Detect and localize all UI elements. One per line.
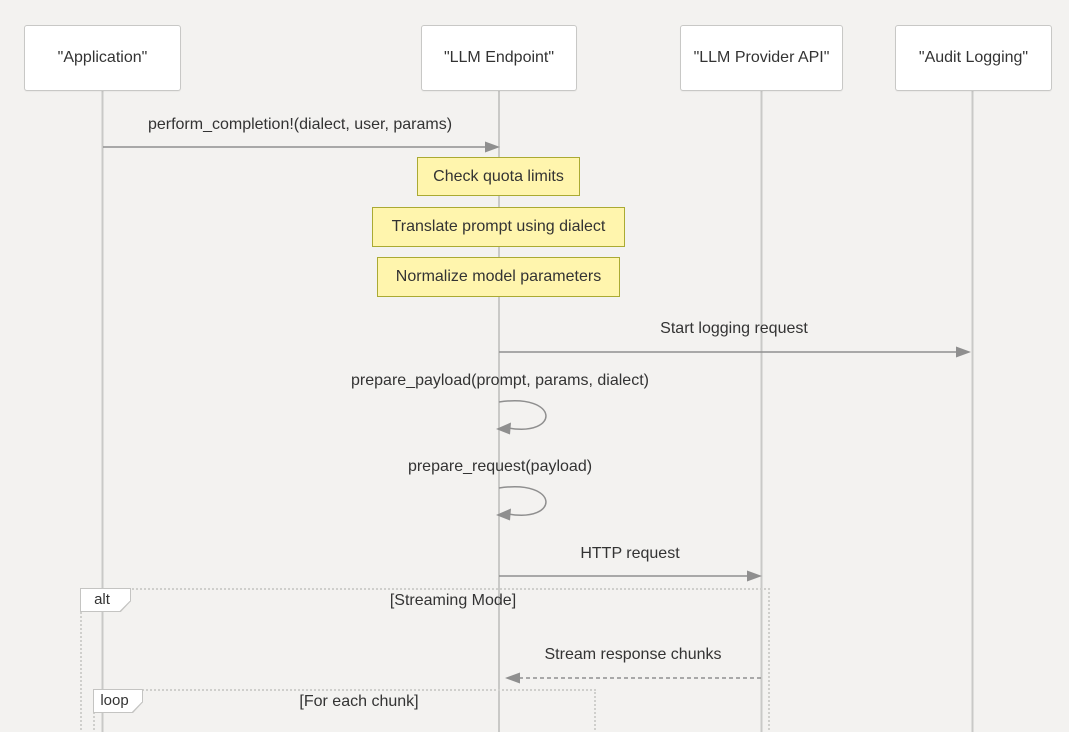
- arrowhead-start-logging: [956, 346, 971, 358]
- message-stream-chunks: Stream response chunks: [544, 646, 722, 663]
- message-perform-completion: perform_completion!(dialect, user, param…: [147, 116, 453, 133]
- message-prepare-payload: prepare_payload(prompt, params, dialect): [351, 372, 649, 389]
- arrowhead-http-request: [747, 570, 762, 582]
- message-start-logging: Start logging request: [660, 320, 808, 337]
- alt-frame-label: alt: [80, 588, 131, 612]
- participant-application: "Application": [24, 25, 181, 91]
- participant-llm-endpoint-label: "LLM Endpoint": [443, 49, 555, 66]
- alt-frame-label-text: alt: [81, 589, 130, 611]
- note-check-quota: Check quota limits: [417, 157, 580, 196]
- participant-llm-provider-api-label: "LLM Provider API": [693, 49, 830, 66]
- loop-frame-label-text: loop: [94, 690, 142, 712]
- participant-audit-logging: "Audit Logging": [895, 25, 1052, 91]
- message-http-request: HTTP request: [580, 545, 680, 562]
- message-prepare-request: prepare_request(payload): [407, 458, 593, 475]
- participant-llm-endpoint: "LLM Endpoint": [421, 25, 577, 91]
- note-normalize-params: Normalize model parameters: [377, 257, 620, 297]
- self-arrow-prepare-payload: [498, 400, 547, 430]
- participant-audit-logging-label: "Audit Logging": [918, 49, 1029, 66]
- self-arrow-prepare-request: [498, 486, 547, 516]
- note-translate-prompt: Translate prompt using dialect: [372, 207, 625, 247]
- participant-application-label: "Application": [57, 49, 148, 66]
- arrowhead-prepare-payload: [496, 422, 511, 435]
- arrowhead-perform-completion: [485, 141, 500, 153]
- participant-llm-provider-api: "LLM Provider API": [680, 25, 843, 91]
- alt-frame-condition: [Streaming Mode]: [389, 592, 517, 609]
- loop-frame-label: loop: [93, 689, 143, 713]
- alt-frame: [80, 588, 770, 732]
- loop-frame-condition: [For each chunk]: [299, 693, 419, 710]
- arrowhead-prepare-request: [496, 508, 511, 521]
- arrowhead-stream-chunks: [505, 672, 520, 684]
